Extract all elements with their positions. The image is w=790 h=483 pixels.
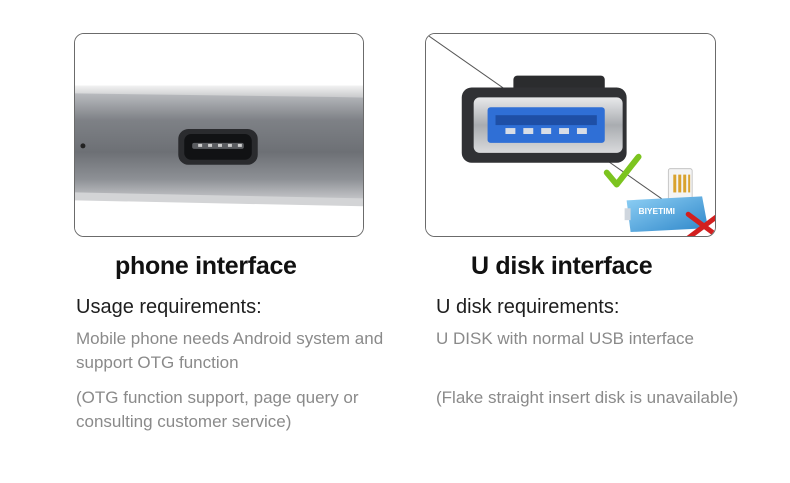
phone-interface-heading: phone interface	[115, 252, 297, 280]
phone-interface-image	[74, 33, 364, 237]
usage-requirements-title: Usage requirements:	[76, 296, 262, 318]
u-disk-requirements-title: U disk requirements:	[436, 296, 620, 318]
u-disk-illustration: BIYETIMI	[426, 34, 715, 236]
flake-disk-note: (Flake straight insert disk is unavailab…	[436, 388, 739, 407]
mic-hole	[80, 143, 86, 149]
checkmark-icon	[603, 153, 642, 188]
u-disk-interface-image: BIYETIMI	[425, 33, 716, 237]
micro-usb-port	[178, 129, 258, 165]
u-disk-interface-heading: U disk interface	[471, 252, 653, 280]
phone-port-illustration	[75, 34, 363, 236]
flash-drive: BIYETIMI	[624, 168, 709, 233]
usage-requirement-text: Mobile phone needs Android system and su…	[76, 329, 384, 372]
usb-a-connector	[461, 75, 627, 163]
flash-drive-label: BIYETIMI	[639, 206, 675, 216]
otg-support-note: (OTG function support, page query or con…	[76, 388, 359, 431]
u-disk-requirement-text: U DISK with normal USB interface	[436, 329, 694, 348]
